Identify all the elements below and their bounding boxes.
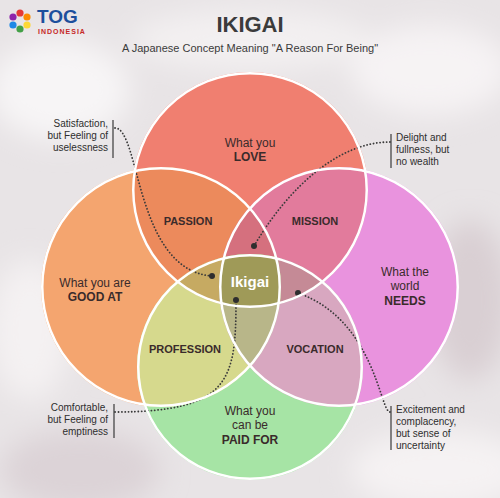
blossom xyxy=(0,430,160,498)
label-holder: PASSION xyxy=(164,215,213,228)
leader-dot xyxy=(209,273,215,279)
leader-dot xyxy=(233,297,239,303)
overlap xyxy=(219,167,459,407)
blossom xyxy=(130,10,370,70)
bracket xyxy=(112,120,113,158)
leader-dots xyxy=(209,243,301,303)
label-holder: MISSION xyxy=(292,215,338,228)
label-holder: Ikigai xyxy=(231,273,269,291)
circle-outline-svg xyxy=(132,72,368,308)
label-holder: INDONESIA xyxy=(38,28,86,36)
circle-text: What you xyxy=(225,136,276,150)
circle-text-group: What youLOVE xyxy=(225,136,276,165)
logo-icon xyxy=(9,9,30,32)
label-holder: VOCATION xyxy=(286,343,343,356)
logo-dot xyxy=(9,21,16,28)
bracket xyxy=(113,404,114,438)
leader-line xyxy=(115,300,236,412)
overlap xyxy=(219,167,459,407)
label-holder: A Japanese Concept Meaning "A Reason For… xyxy=(122,42,378,55)
region-name: PASSION xyxy=(164,215,213,228)
logo-dot xyxy=(16,9,23,16)
circle-text: What you can be xyxy=(220,404,280,433)
leader-line xyxy=(254,142,390,246)
circle-keyword: PAID FOR xyxy=(220,433,280,447)
circle-outline xyxy=(220,168,458,406)
region-name: PROFESSION xyxy=(149,343,221,356)
callout-note: Delight and fullness, but no wealth xyxy=(396,132,458,168)
leader-dot xyxy=(251,243,257,249)
region-name: VOCATION xyxy=(286,343,343,356)
logo-dot xyxy=(16,25,23,32)
leader-line xyxy=(115,128,212,276)
region-name: MISSION xyxy=(292,215,338,228)
title: IKIGAI xyxy=(216,12,283,38)
label-holder: Comfortable, but Feeling of emptiness xyxy=(42,402,108,438)
circle-keyword: LOVE xyxy=(225,150,276,164)
circle-text: What the world xyxy=(376,265,434,294)
center-name: Ikigai xyxy=(231,273,269,291)
bracket xyxy=(390,134,391,168)
triple-fill xyxy=(219,167,459,407)
logo-dot xyxy=(9,13,16,20)
logo-subtext: INDONESIA xyxy=(38,28,86,36)
label-holder: Excitement and complacency, but sense of… xyxy=(396,404,468,452)
label-holder: PROFESSION xyxy=(149,343,221,356)
circle-keyword: NEEDS xyxy=(376,294,434,308)
callout-note: Excitement and complacency, but sense of… xyxy=(396,404,468,452)
blossom-blur xyxy=(0,10,500,498)
logo-dot xyxy=(23,21,30,28)
circle-node: What youLOVE xyxy=(132,72,368,308)
circle-text-group: What you areGOOD AT xyxy=(59,276,130,305)
circle-text-group: What you can bePAID FOR xyxy=(220,404,280,447)
label-holder: TOG xyxy=(37,6,78,29)
logo-text: TOG xyxy=(37,6,78,29)
circle-outline xyxy=(138,255,362,479)
blossom xyxy=(350,25,500,115)
circle-text: What you are xyxy=(59,276,130,290)
logo-dot xyxy=(23,13,30,20)
circle-outline xyxy=(42,168,280,406)
callout-note: Satisfaction, but Feeling of uselessness xyxy=(42,118,108,154)
circle-outline xyxy=(133,73,367,307)
title-holder: IKIGAI xyxy=(216,12,283,38)
circle-keyword: GOOD AT xyxy=(59,290,130,304)
callout-note: Comfortable, but Feeling of emptiness xyxy=(42,402,108,438)
circle-text-group: What the worldNEEDS xyxy=(376,265,434,308)
label-holder: Delight and fullness, but no wealth xyxy=(396,132,458,168)
subtitle: A Japanese Concept Meaning "A Reason For… xyxy=(122,42,378,55)
label-holder: Satisfaction, but Feeling of uselessness xyxy=(42,118,108,154)
